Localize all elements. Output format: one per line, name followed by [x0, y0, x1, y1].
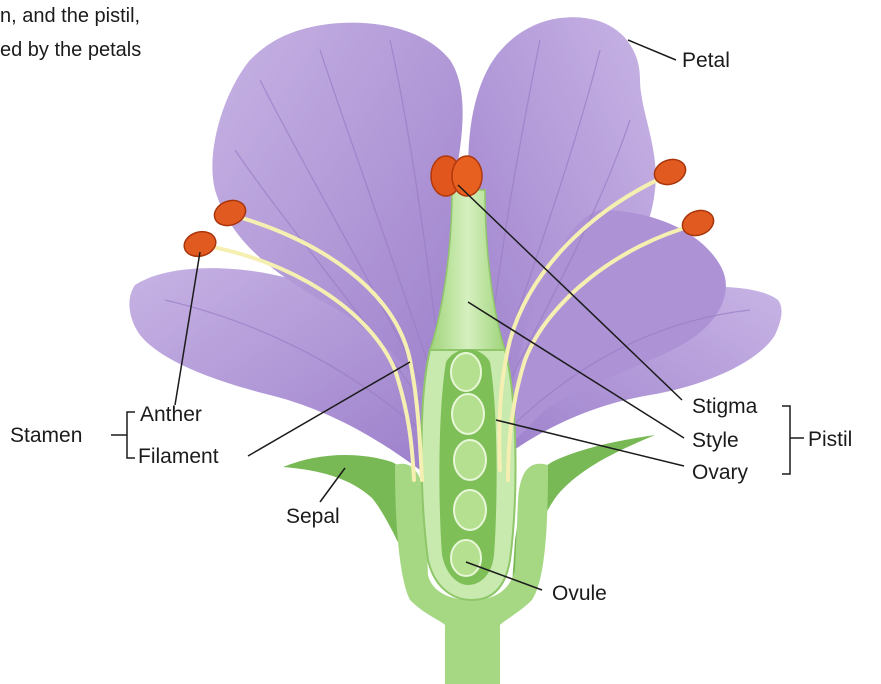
ovule-label: Ovule: [552, 583, 607, 604]
petal-label: Petal: [682, 50, 730, 71]
pistil-bracket: [782, 406, 804, 474]
ovule-1: [451, 353, 481, 391]
ovule-5: [451, 540, 481, 576]
stigma-lobes: [431, 156, 482, 196]
ovule-2: [452, 394, 484, 434]
stigma-label: Stigma: [692, 396, 757, 417]
stigma-lobe-right: [452, 156, 482, 196]
pistil-label: Pistil: [808, 429, 852, 450]
anther-right-1: [651, 155, 689, 188]
ovule-3: [454, 440, 486, 480]
intro-text-line-1: n, and the pistil,: [0, 6, 140, 26]
ovule-4: [454, 490, 486, 530]
stamen-bracket: [111, 412, 135, 458]
ovary-label: Ovary: [692, 462, 748, 483]
stamen-label: Stamen: [10, 425, 82, 446]
filament-label: Filament: [138, 446, 219, 467]
style-label: Style: [692, 430, 739, 451]
anther-label: Anther: [140, 404, 202, 425]
intro-text-line-2: ed by the petals: [0, 40, 141, 60]
sepal-label: Sepal: [286, 506, 340, 527]
